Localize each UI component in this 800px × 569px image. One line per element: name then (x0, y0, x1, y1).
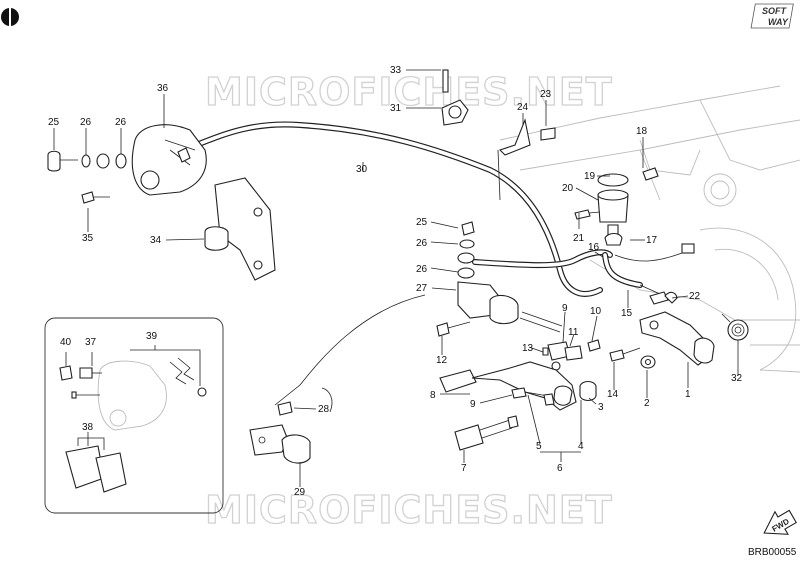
callout-3: 3 (598, 402, 604, 413)
callout-23: 23 (540, 89, 552, 100)
callout-15: 15 (621, 308, 633, 319)
callout-36: 36 (157, 83, 169, 94)
callout-20: 20 (562, 183, 574, 194)
callout-30: 30 (356, 164, 368, 175)
callout-8: 8 (430, 390, 436, 401)
callout-11: 11 (568, 327, 579, 338)
callout-9: 9 (562, 303, 568, 314)
detail-callout-curve (274, 294, 426, 406)
linkage-small-parts (542, 339, 601, 371)
callout-25: 25 (48, 117, 60, 128)
callout-18: 18 (636, 126, 648, 137)
callout-31: 31 (390, 103, 402, 114)
callout-12: 12 (436, 355, 448, 366)
callout-26: 26 (416, 264, 428, 275)
callout-34: 34 (150, 235, 162, 246)
master-cylinder-detail (249, 401, 311, 464)
callout-4: 4 (578, 441, 584, 452)
callout-38: 38 (82, 422, 94, 433)
callout-22: 22 (689, 291, 701, 302)
caliper-inset-box (44, 317, 224, 514)
callout-13: 13 (522, 343, 534, 354)
callout-17: 17 (646, 235, 658, 246)
return-spring (721, 313, 749, 341)
callout-6: 6 (557, 463, 563, 474)
callout-26: 26 (115, 117, 127, 128)
callout-32: 32 (731, 373, 743, 384)
callout-28: 28 (318, 404, 330, 415)
nut (540, 127, 556, 141)
leader-lines (53, 69, 739, 487)
callout-29: 29 (294, 487, 306, 498)
brake-hose (147, 121, 695, 297)
caliper-bolt-set (47, 150, 127, 204)
rear-caliper (131, 124, 207, 196)
callout-1: 1 (685, 389, 691, 400)
footrest-peg (454, 415, 519, 451)
callout-24: 24 (517, 102, 529, 113)
callout-33: 33 (390, 65, 402, 76)
callout-5: 5 (536, 441, 542, 452)
brake-pedal (439, 361, 597, 411)
callout-7: 7 (461, 463, 467, 474)
callout-35: 35 (82, 233, 94, 244)
callout-40: 40 (60, 337, 72, 348)
callout-16: 16 (588, 242, 600, 253)
callout-25: 25 (416, 217, 428, 228)
drawing-code: BRB00055 (748, 547, 797, 558)
watermark-top: MICROFICHES.NET (205, 70, 613, 114)
softway-line2: WAY (768, 17, 789, 27)
softway-logo: SOFT WAY (750, 3, 794, 29)
brake-switch (441, 69, 469, 126)
callout-21: 21 (573, 233, 585, 244)
callout-26: 26 (416, 238, 428, 249)
fwd-direction-icon: FWD (763, 509, 797, 535)
callout-37: 37 (85, 337, 97, 348)
hose-clip (498, 118, 531, 156)
softway-line1: SOFT (762, 6, 788, 16)
callout-19: 19 (584, 171, 596, 182)
callout-numbers: 33 31 24 23 36 25 26 26 30 18 19 20 35 3… (48, 65, 743, 498)
watermark-bottom: MICROFICHES.NET (205, 488, 613, 532)
callout-9: 9 (470, 399, 476, 410)
brake-lever-assembly (609, 291, 715, 369)
callout-10: 10 (590, 306, 602, 317)
master-cylinder (436, 221, 563, 337)
corner-logo-mark (1, 8, 19, 26)
callout-39: 39 (146, 331, 158, 342)
callout-2: 2 (644, 398, 650, 409)
callout-14: 14 (607, 389, 619, 400)
caliper-bracket (204, 177, 276, 281)
callout-27: 27 (416, 283, 428, 294)
callout-26: 26 (80, 117, 92, 128)
